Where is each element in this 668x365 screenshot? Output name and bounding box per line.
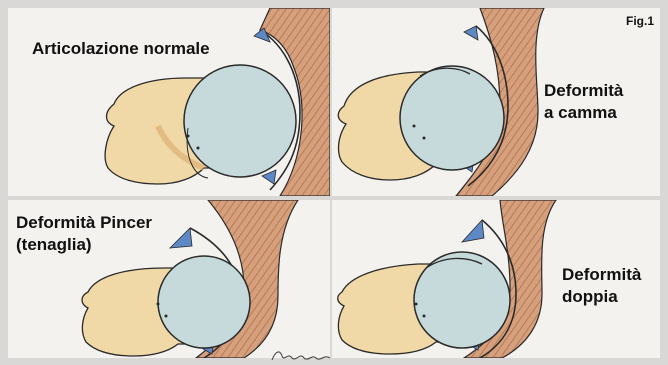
panel-title-line: Articolazione normale — [32, 38, 210, 60]
panel-title-normal: Articolazione normale — [32, 38, 210, 60]
panel-title-line: Deformità — [544, 80, 623, 102]
panel-title-cam: Deformità a camma — [544, 80, 623, 124]
panel-normal-joint: Articolazione normale — [8, 8, 330, 196]
panel-title-line: Deformità Pincer — [16, 212, 152, 234]
normal-joint-illustration — [8, 8, 330, 196]
panel-pincer-deformity: Deformità Pincer (tenaglia) — [8, 200, 330, 358]
panel-title-line: doppia — [562, 286, 641, 308]
panel-title-line: Deformità — [562, 264, 641, 286]
figure-number: Fig.1 — [626, 14, 654, 28]
panel-title-pincer: Deformità Pincer (tenaglia) — [16, 212, 152, 256]
panel-double-deformity: Deformità doppia — [332, 200, 660, 358]
artist-signature — [270, 348, 334, 364]
panel-title-line: (tenaglia) — [16, 234, 152, 256]
panel-title-double: Deformità doppia — [562, 264, 641, 308]
panel-cam-deformity: Deformità a camma — [332, 8, 660, 196]
panel-title-line: a camma — [544, 102, 623, 124]
